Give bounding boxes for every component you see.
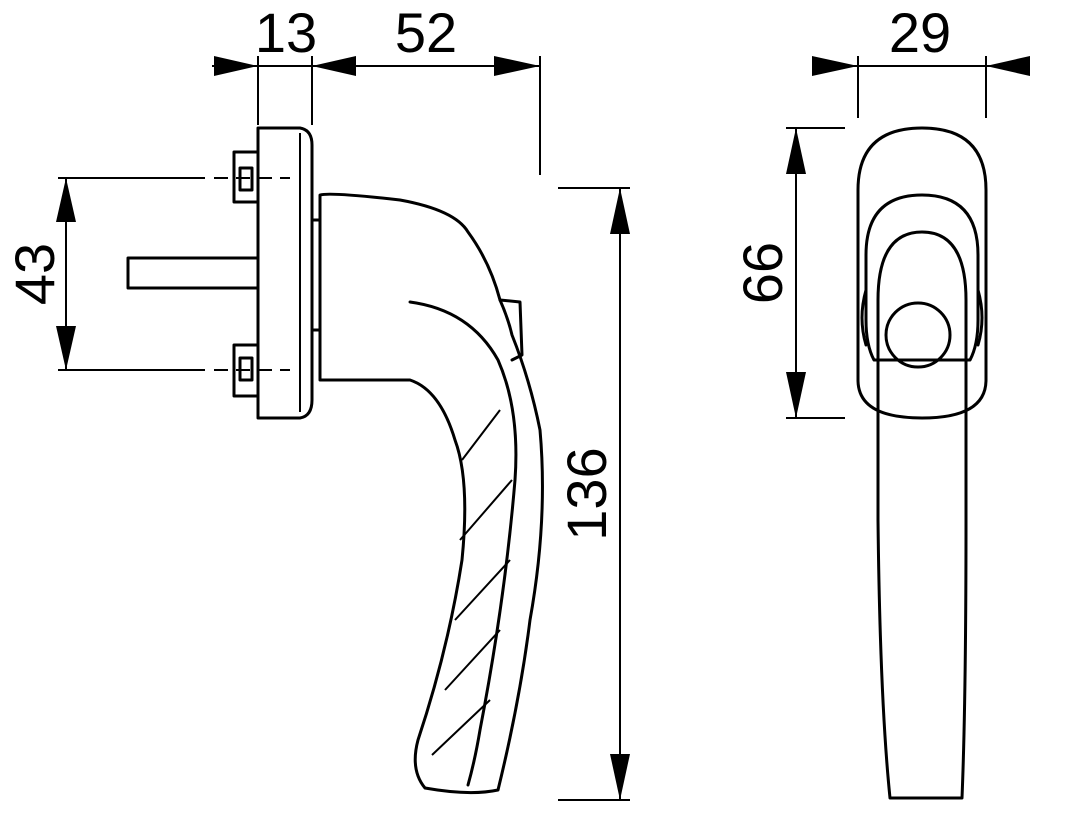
dim-label-136: 136 <box>555 447 618 540</box>
spindle <box>126 256 260 290</box>
side-rose-plate <box>256 126 314 420</box>
dim-label-66: 66 <box>731 242 794 304</box>
arrow-13-left <box>214 56 258 76</box>
front-dimension-lines <box>786 56 1030 419</box>
arrow-43-top <box>56 178 76 222</box>
arrow-136-top <box>610 188 630 234</box>
lower-screw-head <box>232 343 260 398</box>
arrow-29-left <box>812 56 858 76</box>
arrow-66-bottom <box>786 372 806 418</box>
grip-grooves <box>431 409 513 756</box>
side-view <box>126 126 544 795</box>
lever-back-edge <box>408 300 518 787</box>
front-side-lobes <box>860 288 984 347</box>
upper-screw-head <box>232 150 260 204</box>
dim-label-29: 29 <box>889 1 951 64</box>
side-dimension-lines <box>56 56 630 801</box>
arrow-29-right <box>986 56 1030 76</box>
dim-label-52: 52 <box>395 1 457 64</box>
front-view <box>856 126 988 800</box>
front-spindle-cap <box>884 301 952 369</box>
lever-tab <box>498 298 524 362</box>
dim-label-13: 13 <box>255 1 317 64</box>
arrow-66-top <box>786 128 806 174</box>
arrow-136-bottom <box>610 754 630 800</box>
front-lever-outline <box>876 230 968 800</box>
front-rose-outline <box>856 126 988 420</box>
dim-label-43: 43 <box>3 243 66 305</box>
lever-outline <box>318 192 544 795</box>
arrow-52-right <box>494 56 540 76</box>
arrow-13-right <box>312 56 356 76</box>
front-rose-inner-outline <box>864 193 980 362</box>
arrow-43-bottom <box>56 326 76 370</box>
